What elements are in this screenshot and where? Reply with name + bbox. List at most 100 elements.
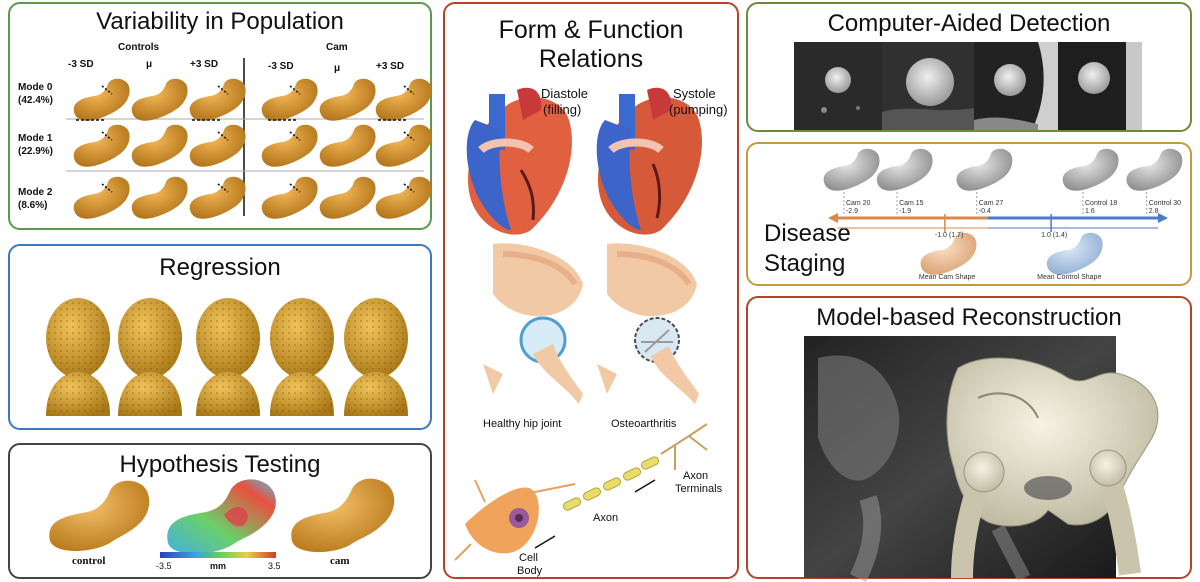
staging-title-line2: Staging bbox=[764, 250, 846, 277]
staging-axis bbox=[823, 148, 1183, 275]
mode2-pct: (8.6%) bbox=[18, 200, 48, 211]
staging-title-line1: Disease bbox=[764, 220, 851, 247]
femur-shape bbox=[131, 124, 188, 167]
heart-illustrations bbox=[466, 87, 702, 235]
diastole-sub: (filling) bbox=[543, 102, 582, 117]
reconstruction-title: Model-based Reconstruction bbox=[816, 304, 1122, 331]
regression-title: Regression bbox=[159, 254, 281, 281]
mode0-name: Mode 0 bbox=[18, 82, 53, 93]
femur-shape bbox=[131, 176, 188, 219]
mean-control-label: Mean Control Shape bbox=[1037, 274, 1102, 281]
sample-value: 1.6 bbox=[1085, 208, 1095, 215]
neuron-illustration bbox=[454, 423, 708, 561]
cam-femur bbox=[291, 478, 395, 553]
staging-sample-shape bbox=[823, 148, 880, 191]
femur-shape bbox=[261, 124, 318, 167]
sample-name: Cam 27 bbox=[978, 200, 1004, 207]
staging-sample-shape bbox=[1062, 148, 1119, 191]
hip-illustrations bbox=[483, 243, 699, 404]
mean-cam-shape bbox=[920, 232, 977, 275]
mean-marker-label: -1.0 (1.7) bbox=[934, 232, 964, 239]
femur-shape bbox=[189, 78, 246, 121]
panel-reconstruction: Model-based Reconstruction bbox=[746, 296, 1192, 582]
systole-sub: (pumping) bbox=[669, 102, 728, 117]
scale-max: 3.5 bbox=[268, 561, 281, 571]
panel-staging: Disease Staging Cam 20-2.9 Cam 15-1.9 Cam … bbox=[746, 142, 1192, 286]
femur-shape bbox=[189, 176, 246, 219]
axon-terminals-label-2: Terminals bbox=[675, 483, 723, 495]
pelvis-3d-model bbox=[946, 357, 1159, 579]
col-cam-minus: -3 SD bbox=[268, 61, 294, 72]
ct-image-1 bbox=[794, 42, 882, 130]
col-cam-mean: μ bbox=[334, 63, 341, 74]
axon-terminals-label-1: Axon bbox=[683, 470, 709, 482]
regression-shapes bbox=[46, 298, 408, 416]
femur-shape bbox=[375, 78, 432, 121]
col-controls-plus: +3 SD bbox=[190, 59, 219, 70]
panel-cad: Computer-Aided Detection bbox=[746, 2, 1192, 132]
diastole-label: Diastole bbox=[541, 86, 588, 101]
panel-form-function: Form & Function Relations Diastole (fill… bbox=[443, 2, 739, 579]
systole-label: Systole bbox=[673, 86, 716, 101]
axon-label: Axon bbox=[593, 512, 619, 524]
femur-shape bbox=[131, 78, 188, 121]
femur-shape bbox=[375, 124, 432, 167]
cad-title: Computer-Aided Detection bbox=[827, 10, 1111, 37]
oa-label: Osteoarthritis bbox=[611, 418, 677, 430]
staging-sample-shape bbox=[876, 148, 933, 191]
hypothesis-title: Hypothesis Testing bbox=[119, 451, 321, 478]
mode0-pct: (42.4%) bbox=[18, 95, 54, 106]
panel-hypothesis: Hypothesis Testing control cam -3.5 mm 3… bbox=[8, 443, 432, 579]
femur-shape bbox=[73, 176, 130, 219]
sample-name: Control 18 bbox=[1085, 200, 1118, 207]
hypothesis-shapes bbox=[49, 478, 395, 558]
group-cam-label: Cam bbox=[326, 42, 348, 53]
mode1-name: Mode 1 bbox=[18, 133, 53, 144]
ct-image-2 bbox=[882, 42, 974, 130]
femur-shape bbox=[319, 124, 376, 167]
femur-shape bbox=[319, 78, 376, 121]
femur-shape bbox=[261, 176, 318, 219]
xray-pelvis-image bbox=[804, 336, 1159, 582]
sample-name: Cam 20 bbox=[845, 200, 871, 207]
variability-title: Variability in Population bbox=[96, 8, 344, 35]
group-controls-label: Controls bbox=[118, 42, 160, 53]
femur-shape bbox=[73, 78, 130, 121]
mean-control-shape bbox=[1046, 232, 1103, 275]
sample-value: -2.9 bbox=[845, 208, 858, 215]
healthy-hip-label: Healthy hip joint bbox=[483, 418, 562, 430]
form-title-line2: Relations bbox=[538, 45, 644, 73]
cell-body-label-1: Cell bbox=[519, 552, 538, 564]
cam-label: cam bbox=[330, 555, 350, 567]
control-label: control bbox=[72, 555, 106, 567]
sample-value: -1.9 bbox=[899, 208, 912, 215]
panel-regression: Regression bbox=[8, 244, 432, 430]
scale-min: -3.5 bbox=[156, 561, 172, 571]
col-controls-minus: -3 SD bbox=[68, 59, 94, 70]
mean-cam-label: Mean Cam Shape bbox=[918, 274, 976, 281]
sample-value: -0.4 bbox=[978, 208, 991, 215]
ct-image-3 bbox=[974, 42, 1058, 130]
form-title-line1: Form & Function bbox=[498, 16, 684, 44]
panel-variability: Variability in Population Controls Cam -… bbox=[8, 2, 432, 230]
colorbar bbox=[160, 552, 276, 558]
col-cam-plus: +3 SD bbox=[376, 61, 405, 72]
sample-name: Control 30 bbox=[1148, 200, 1182, 207]
femur-shape bbox=[375, 176, 432, 219]
scale-unit: mm bbox=[210, 561, 227, 571]
cell-body-label-2: Body bbox=[517, 565, 543, 577]
heatmap-femur bbox=[167, 479, 276, 554]
sample-name: Cam 15 bbox=[899, 200, 924, 207]
sample-value: 2.8 bbox=[1148, 208, 1159, 215]
staging-sample-shape bbox=[1126, 148, 1183, 191]
col-controls-mean: μ bbox=[146, 59, 153, 70]
ct-images bbox=[794, 42, 1142, 130]
femur-shape bbox=[73, 124, 130, 167]
control-femur bbox=[49, 480, 150, 551]
mean-marker-label: 1.0 (1.4) bbox=[1041, 232, 1068, 239]
femur-shape bbox=[189, 124, 246, 167]
mode1-pct: (22.9%) bbox=[18, 146, 54, 157]
femur-shape bbox=[319, 176, 376, 219]
femur-shape-grid bbox=[73, 78, 432, 219]
staging-sample-shape bbox=[956, 148, 1013, 191]
